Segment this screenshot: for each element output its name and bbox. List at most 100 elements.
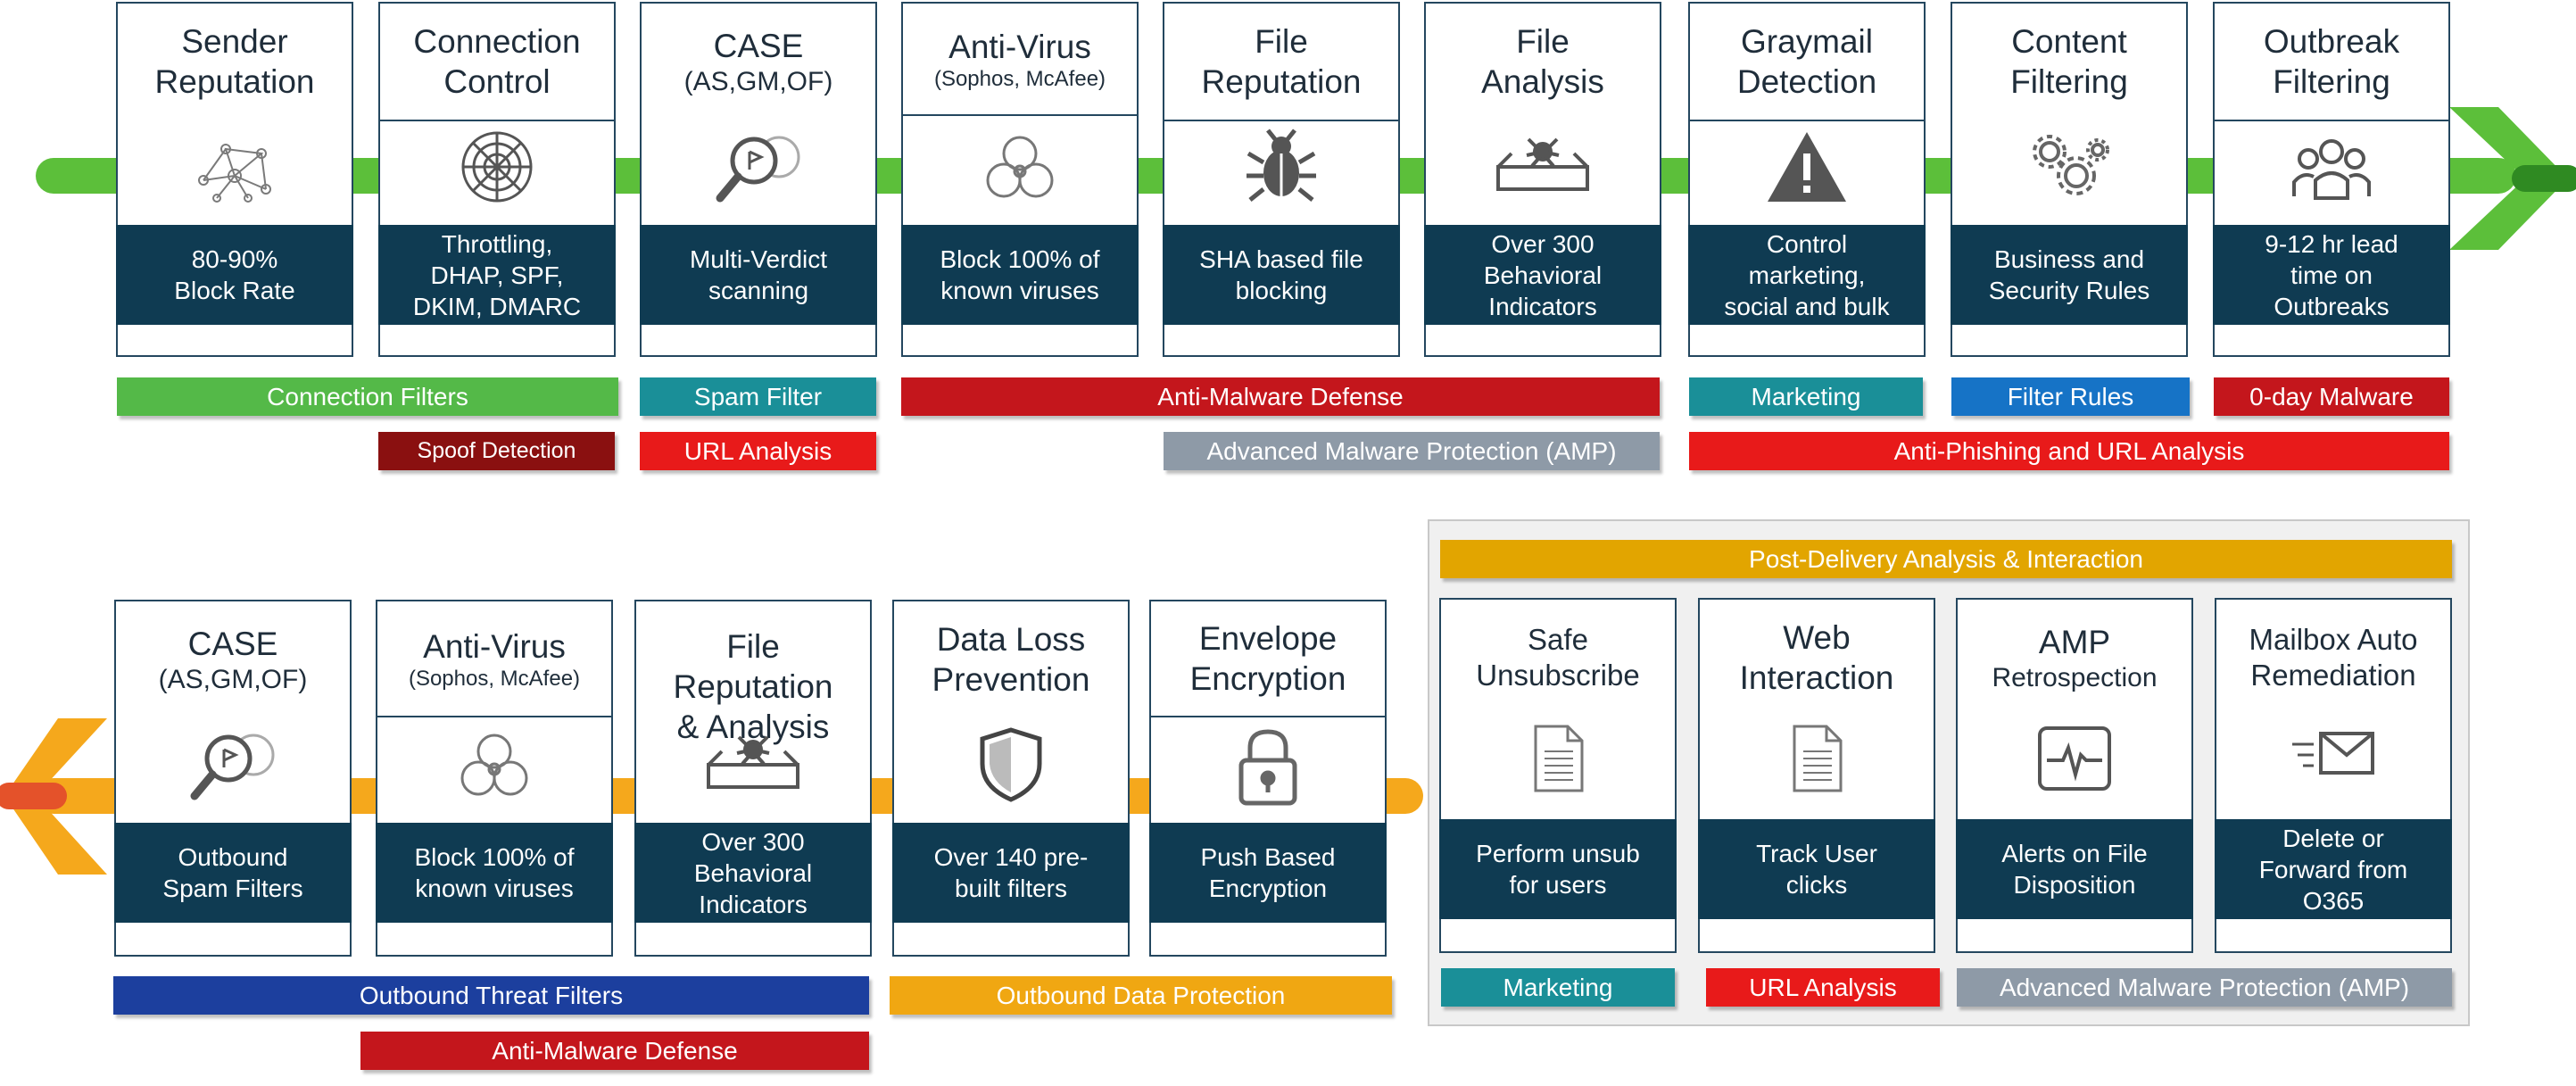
document-icon [1439,723,1677,794]
sandbox-icon [634,725,872,796]
bar-outbound-anti-malware: Anti-Malware Defense [360,1032,869,1070]
card-title-line: Reputation [673,667,833,705]
card-description-text: 9-12 hr lead time on Outbreaks [2265,229,2398,320]
bug-icon [1163,127,1400,207]
card-title-line: Encryption [1189,660,1346,697]
card-subtitle: (AS,GM,OF) [158,664,308,694]
card-subtitle: (AS,GM,OF) [683,66,833,96]
card-title-line: Unsubscribe [1476,659,1640,692]
people-icon [2213,127,2450,207]
bar-amp: Advanced Malware Protection (AMP) [1164,432,1660,470]
warning-icon [1688,127,1926,207]
card-description-text: Over 300 Behavioral Indicators [1483,229,1603,320]
card-title-line: Connection [413,23,581,60]
radar-icon [378,127,616,207]
card-description: Over 140 pre- built filters [892,823,1130,923]
card-title-line: Anti-Virus [423,627,566,665]
card-subtitle: Retrospection [1992,662,2158,692]
bar-spam-filter: Spam Filter [640,377,876,416]
lock-icon [1149,725,1387,810]
card-description-text: 80-90% Block Rate [174,245,295,304]
bar-outbound-data-protection: Outbound Data Protection [890,976,1392,1015]
bar-spoof-detection: Spoof Detection [378,432,615,470]
bar-marketing: Marketing [1689,377,1923,416]
sandbox-icon [1424,127,1661,198]
card-description-text: Over 140 pre- built filters [933,843,1089,902]
bar-anti-malware-defense: Anti-Malware Defense [901,377,1660,416]
card-title-line: Filtering [2010,63,2128,100]
card-title-line: Filtering [2273,63,2390,100]
card-description-text: Alerts on File Disposition [2001,840,2148,899]
card-description: Delete or Forward from O365 [2215,819,2452,919]
card-description: Business and Security Rules [1951,225,2188,325]
card-description: Push Based Encryption [1149,823,1387,923]
outbound-card-anti-virus: Anti-Virus(Sophos, McAfee)Block 100% of … [376,600,613,957]
card-description-text: Delete or Forward from O365 [2258,824,2408,915]
card-description: Block 100% of known viruses [376,823,613,923]
bar-connection-filters: Connection Filters [117,377,618,416]
card-title-line: Content [2011,23,2127,60]
card-description: Alerts on File Disposition [1956,819,2193,919]
document-icon [1698,723,1935,794]
bar-zero-day-malware: 0-day Malware [2214,377,2449,416]
bar-url-analysis: URL Analysis [640,432,876,470]
card-description: Track User clicks [1698,819,1935,919]
magnifier-icon [640,127,877,207]
shield-icon [892,725,1130,805]
card-description: 80-90% Block Rate [116,225,353,325]
card-description-text: Outbound Spam Filters [162,843,303,902]
card-description: Block 100% of known viruses [901,225,1139,325]
card-title-line: Anti-Virus [948,28,1091,65]
card-title-line: Mailbox Auto [2249,623,2418,656]
card-description-text: Perform unsub for users [1476,840,1640,899]
card-description: SHA based file blocking [1163,225,1400,325]
card-title-line: Outbreak [2263,23,2400,60]
biohazard-icon [901,127,1139,207]
card-title-line: Envelope [1198,620,1338,657]
card-description-text: Multi-Verdict scanning [689,245,828,304]
card-title-line: Reputation [1201,63,1362,100]
pulse-icon [1956,723,2193,794]
card-title-line: File [1516,23,1570,60]
bar-post-marketing: Marketing [1441,968,1675,1007]
gears-icon [1951,127,2188,207]
card-description-text: SHA based file blocking [1199,245,1363,304]
card-description-text: Throttling, DHAP, SPF, DKIM, DMARC [412,229,582,320]
card-title-line: CASE [187,625,278,662]
card-title-box: CASE(AS,GM,OF) [114,600,352,719]
card-title-line: File [726,627,780,665]
card-description-text: Track User clicks [1756,840,1877,899]
card-description: 9-12 hr lead time on Outbreaks [2213,225,2450,325]
card-title-line: File [1255,23,1308,60]
bar-post-delivery-header: Post-Delivery Analysis & Interaction [1440,540,2452,578]
card-description: Outbound Spam Filters [114,823,352,923]
card-title-line: Prevention [932,661,1090,698]
inbound-card-anti-virus: Anti-Virus(Sophos, McAfee)Block 100% of … [901,2,1139,357]
bar-anti-phishing: Anti-Phishing and URL Analysis [1689,432,2449,470]
card-description: Multi-Verdict scanning [640,225,877,325]
card-title-line: AMP [2038,623,2111,660]
card-title-line: Interaction [1739,659,1894,696]
email-icon [2215,723,2452,785]
